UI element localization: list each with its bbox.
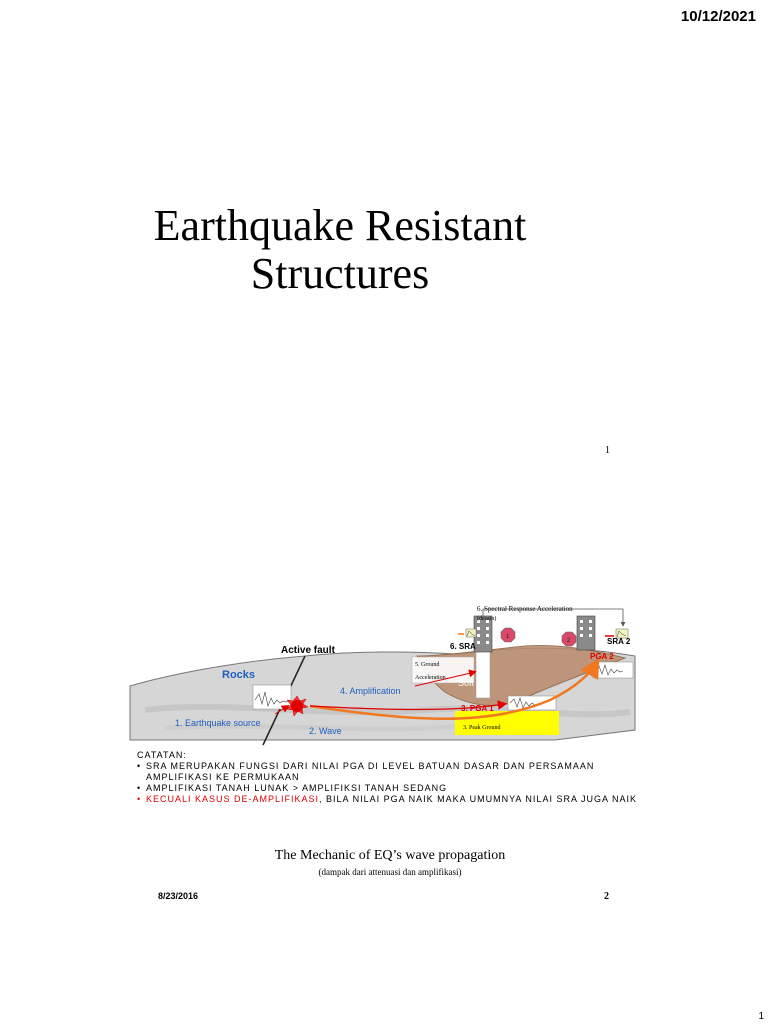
bullet: • (137, 783, 142, 793)
wave-arrow-to-pga2 (309, 657, 600, 720)
bullet: • (137, 761, 142, 771)
pga1-label: 3. PGA 1 (461, 704, 494, 713)
ground-acceleration-label-1: 5. Ground (415, 662, 439, 668)
sra-title-line-2: (desain) (477, 615, 496, 622)
slide-title: Earthquake Resistant Structures (120, 202, 560, 298)
source-arrow (274, 704, 290, 715)
marker-circle-1-label: 1 (506, 634, 510, 640)
sra6-label: 6. SRA (450, 642, 476, 651)
slide-2-date: 8/23/2016 (158, 891, 199, 901)
seismogram-pga2 (592, 661, 634, 679)
note-text-3: KECUALI KASUS DE-AMPLIFIKASI, BILA NILAI… (146, 794, 637, 805)
slide-2-caption: The Mechanic of EQ’s wave propagation (274, 848, 506, 863)
note-text-3-rest: , BILA NILAI PGA NAIK MAKA UMUMNYA NILAI… (319, 794, 637, 804)
note-text-3-highlight: KECUALI KASUS DE-AMPLIFIKASI (146, 794, 320, 804)
amplification-label: 4. Amplification (340, 686, 401, 696)
earthquake-propagation-diagram: 3. Peak Ground 5. Ground Acceleration 6.… (129, 605, 636, 746)
rocks-label: Rocks (222, 669, 255, 681)
ground-acceleration-label-2: Acceleration (415, 675, 446, 681)
sra-title-line-1: 6. Spectral Response Acceleration (477, 605, 573, 613)
borehole-column (475, 649, 491, 699)
building-right (576, 615, 596, 651)
document-date: 10/12/2021 (680, 8, 756, 25)
earthquake-source-label: 1. Earthquake source (175, 718, 261, 728)
note-item-2: • AMPLIFIKASI TANAH LUNAK > AMPLIFIKSI T… (137, 783, 637, 794)
notes-block: CATATAN: • SRA MERUPAKAN FUNGSI DARI NIL… (137, 750, 637, 805)
marker-circle-2-label: 2 (567, 638, 571, 644)
peak-ground-label: 3. Peak Ground (463, 725, 501, 731)
sra-box-right (615, 628, 629, 639)
slide-1-page-number: 1 (605, 445, 610, 456)
slide-title-line-2: Structures (250, 249, 430, 298)
notes-heading: CATATAN: (137, 750, 187, 760)
soft-label: Soft (458, 678, 475, 688)
slide-2-page-number: 2 (604, 891, 609, 902)
wave-arrow-to-pga1 (309, 700, 508, 711)
slide-title-line-1: Earthquake Resistant (153, 201, 527, 250)
marker-circle-2 (561, 631, 577, 647)
note-item-1: • SRA MERUPAKAN FUNGSI DARI NILAI PGA DI… (137, 761, 637, 783)
note-text-2: AMPLIFIKASI TANAH LUNAK > AMPLIFIKSI TAN… (146, 783, 448, 793)
marker-circle-1 (500, 627, 516, 643)
peak-ground-box (455, 711, 559, 735)
amplification-arrow (414, 669, 477, 687)
active-fault-label: Active fault (281, 645, 336, 656)
bullet: • (137, 794, 142, 804)
pga2-label: PGA 2 (590, 652, 614, 661)
wave-label: 2. Wave (309, 726, 342, 736)
sra-bracket (482, 608, 626, 627)
note-item-3: • KECUALI KASUS DE-AMPLIFIKASI, BILA NIL… (137, 794, 637, 805)
earthquake-source-icon (286, 695, 309, 717)
sra2-label: SRA 2 (607, 637, 631, 646)
slide-2-subcaption: (dampak dari attenuasi dan amplifikasi) (318, 867, 462, 877)
document-page-number: 1 (758, 1011, 764, 1022)
note-text-1: SRA MERUPAKAN FUNGSI DARI NILAI PGA DI L… (146, 761, 595, 782)
seismogram-source (252, 684, 292, 710)
